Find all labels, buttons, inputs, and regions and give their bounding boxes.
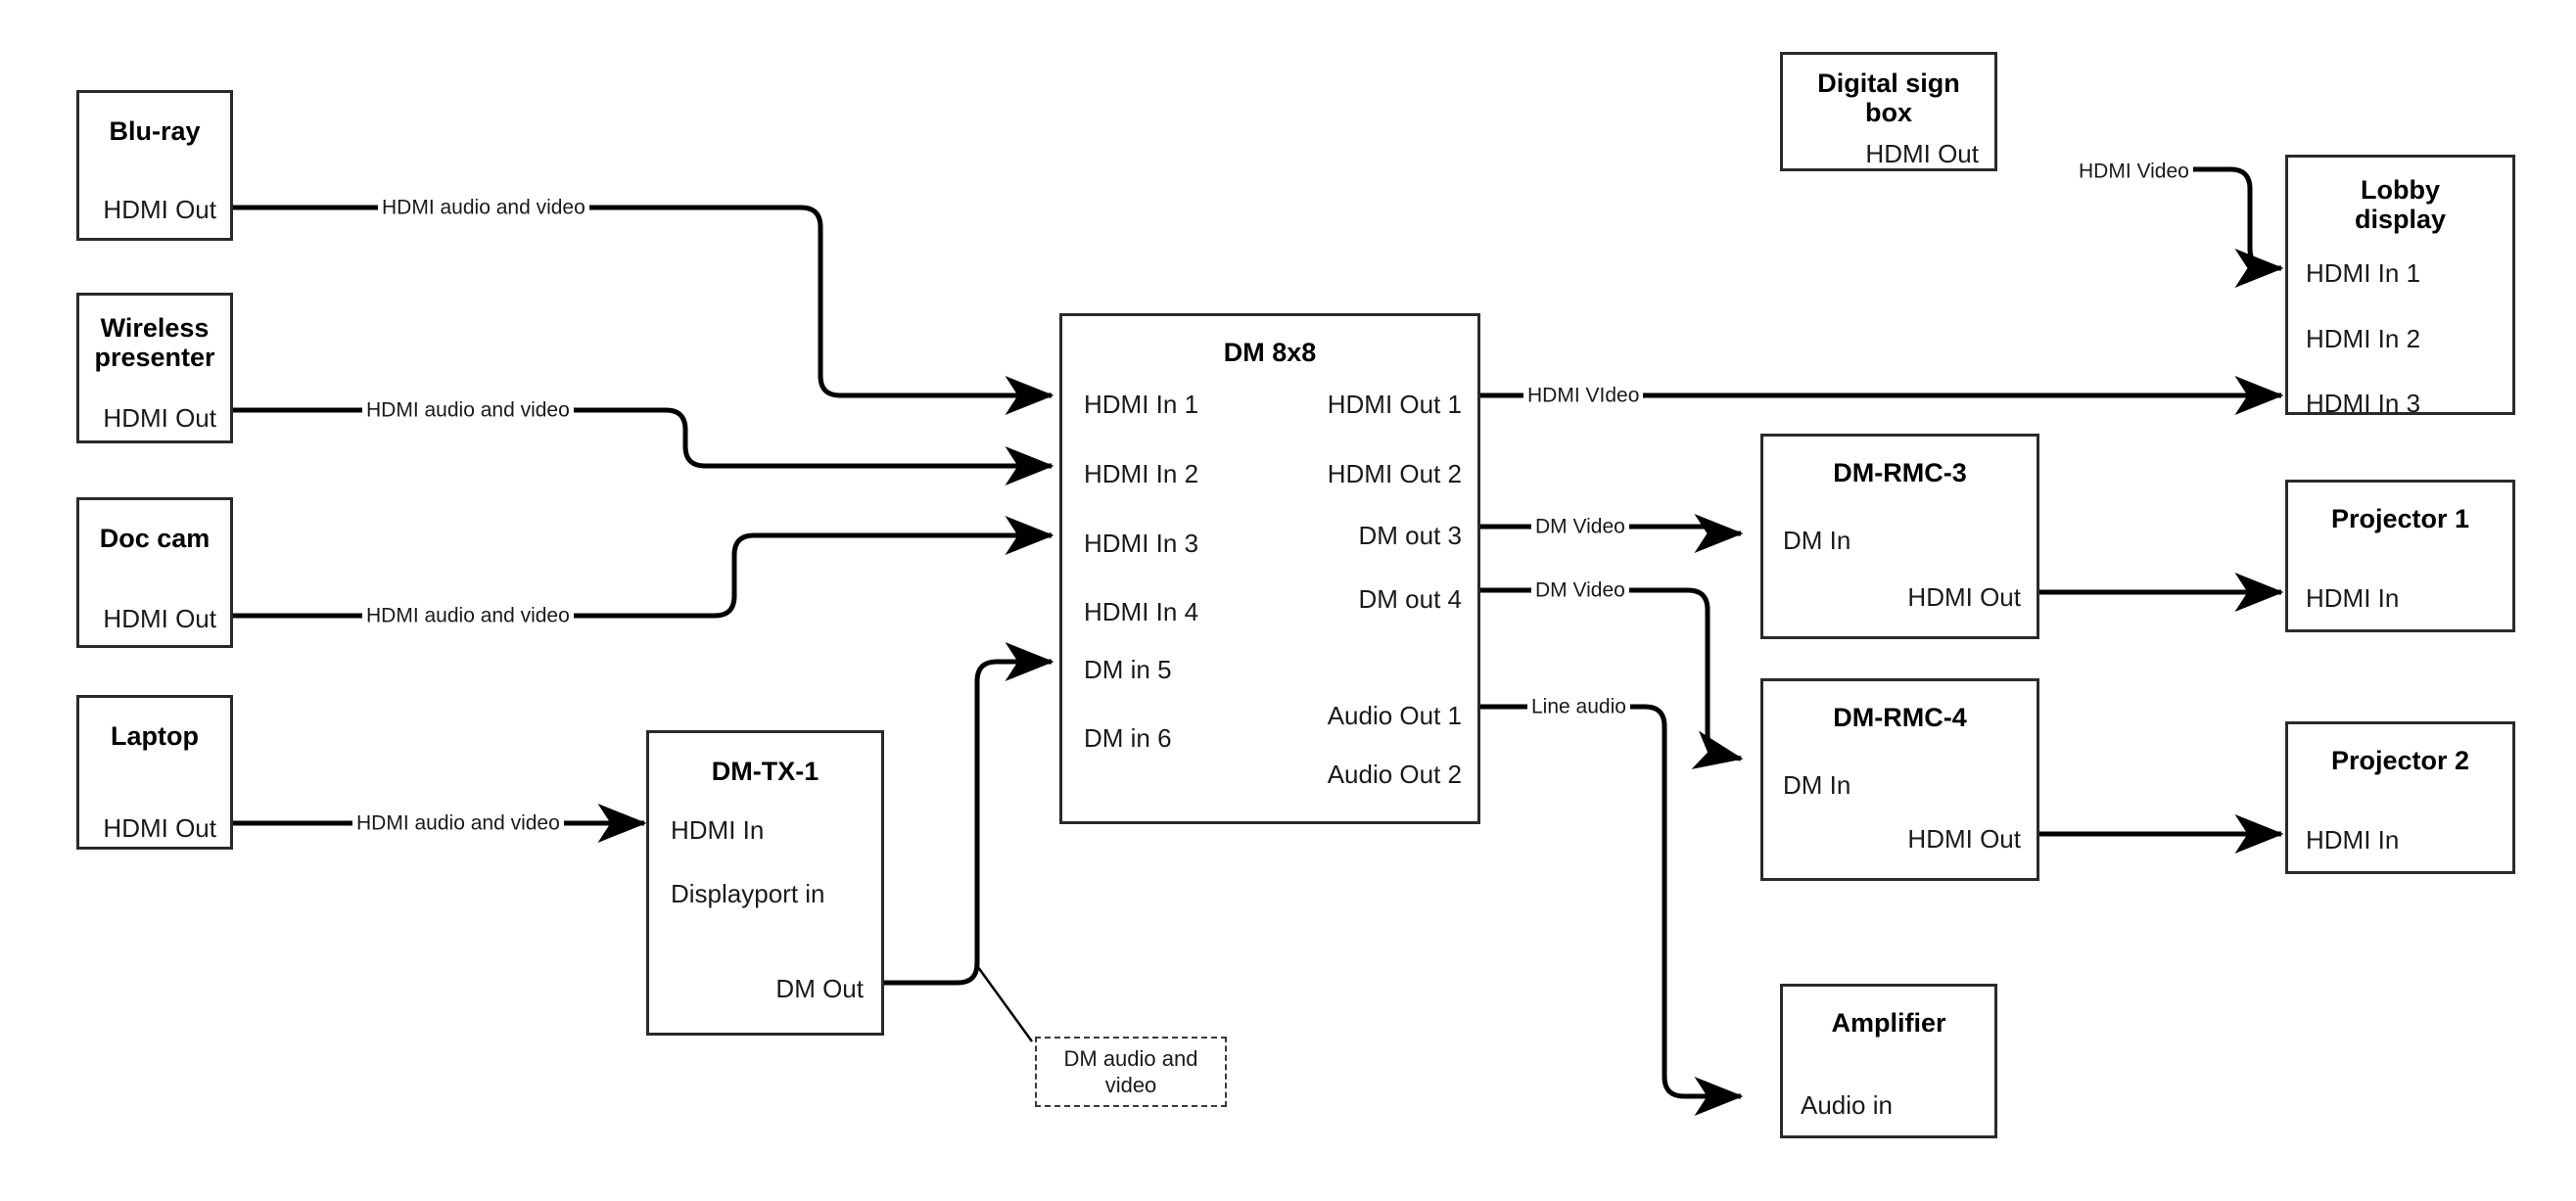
wire-label-signbox-to-lobby: HDMI Video [2075,161,2193,182]
node-digital-sign-box[interactable]: Digital sign box HDMI Out [1780,52,1997,171]
dm-rmc-3-title: DM-RMC-3 [1833,458,1967,487]
amplifier-port-audio-in: Audio in [1801,1090,1893,1120]
wireless-presenter-title-line2: presenter [94,343,215,372]
dm-8x8-input-hdmi-in-3: HDMI In 3 [1084,529,1199,558]
digital-sign-box-title-line1: Digital sign [1817,69,1960,98]
wireless-presenter-title-line1: Wireless [100,313,210,343]
wire-doccam-to-dm8x8 [233,516,1054,619]
dm-8x8-title: DM 8x8 [1223,338,1317,367]
dm-8x8-output-dm-out-3: DM out 3 [1358,521,1463,550]
node-dm-8x8[interactable]: DM 8x8 HDMI In 1 HDMI In 2 HDMI In 3 HDM… [1059,313,1480,824]
dm-tx-1-title: DM-TX-1 [711,757,820,786]
dm-8x8-input-hdmi-in-1: HDMI In 1 [1084,390,1199,419]
wire-bluray-to-dm8x8 [233,205,1054,415]
wire-dmout4-to-dmrmc4 [1480,587,1744,769]
dm-8x8-input-hdmi-in-4: HDMI In 4 [1084,597,1199,626]
node-lobby-display[interactable]: Lobby display HDMI In 1 HDMI In 2 HDMI I… [2285,155,2515,418]
lobby-display-input-hdmi-in-2: HDMI In 2 [2306,324,2421,353]
wire-label-wireless-to-dm8x8: HDMI audio and video [362,399,574,421]
wire-signbox-to-lobby [2187,166,2284,288]
node-amplifier[interactable]: Amplifier Audio in [1780,984,1997,1138]
dm-8x8-output-audio-out-1: Audio Out 1 [1327,701,1462,730]
lobby-display-input-hdmi-in-1: HDMI In 1 [2306,258,2421,288]
dm-tx-1-port-hdmi-in: HDMI In [671,815,765,845]
dm-rmc-4-title: DM-RMC-4 [1833,703,1967,732]
blu-ray-title: Blu-ray [109,116,201,146]
laptop-title: Laptop [111,721,199,751]
digital-sign-box-title-line2: box [1864,98,1912,127]
projector-2-title: Projector 2 [2330,746,2470,775]
node-dm-tx-1[interactable]: DM-TX-1 HDMI In Displayport in DM Out [646,730,884,1036]
dm-tx-1-port-displayport-in: Displayport in [671,879,825,908]
dm-8x8-output-dm-out-4: DM out 4 [1358,584,1463,614]
digital-sign-box-port-hdmi-out: HDMI Out [1865,139,1979,168]
callout-dm-audio-and-video: DM audio and video [1035,1037,1227,1107]
wire-dmout3-to-dmrmc3 [1480,514,1744,554]
wire-dmtx1-to-dm8x8 [884,642,1054,986]
dm-rmc-3-port-hdmi-out: HDMI Out [1907,582,2021,612]
dm-tx-1-port-dm-out: DM Out [775,974,864,1003]
dm-8x8-input-dm-in-6: DM in 6 [1084,723,1172,753]
laptop-port-hdmi-out: HDMI Out [103,813,216,843]
dm-8x8-input-dm-in-5: DM in 5 [1084,655,1172,684]
dm-rmc-4-port-hdmi-out: HDMI Out [1907,824,2021,854]
dm-rmc-4-port-dm-in: DM In [1783,770,1851,800]
node-projector-2[interactable]: Projector 2 HDMI In [2285,721,2515,874]
wire-label-dmout4-to-dmrmc4: DM Video [1531,579,1629,601]
projector-1-title: Projector 1 [2330,504,2470,533]
node-doc-cam[interactable]: Doc cam HDMI Out [76,497,233,648]
dm-8x8-output-hdmi-out-2: HDMI Out 2 [1327,459,1462,488]
doc-cam-title: Doc cam [99,524,211,553]
blu-ray-port-hdmi-out: HDMI Out [103,195,216,224]
callout-leader-line [973,962,1034,1042]
wireless-presenter-port-hdmi-out: HDMI Out [103,403,216,433]
node-dm-rmc-4[interactable]: DM-RMC-4 DM In HDMI Out [1760,678,2039,881]
dm-rmc-3-port-dm-in: DM In [1783,526,1851,555]
wire-label-laptop-to-dmtx1: HDMI audio and video [352,812,564,834]
node-wireless-presenter[interactable]: Wireless presenter HDMI Out [76,293,233,443]
wire-label-audioout1-to-amplifier: Line audio [1527,696,1630,717]
wire-wireless-to-dm8x8 [233,407,1054,485]
node-projector-1[interactable]: Projector 1 HDMI In [2285,480,2515,632]
node-laptop[interactable]: Laptop HDMI Out [76,695,233,850]
lobby-display-title-line1: Lobby [2361,175,2440,205]
wire-audioout1-to-amplifier [1480,704,1744,1116]
dm-8x8-input-hdmi-in-2: HDMI In 2 [1084,459,1199,488]
dm-8x8-output-hdmi-out-1: HDMI Out 1 [1327,390,1462,419]
projector-1-port-hdmi-in: HDMI In [2306,583,2400,613]
lobby-display-title-line2: display [2354,205,2447,234]
amplifier-title: Amplifier [1831,1008,1946,1038]
wire-label-hdmiout1-to-lobby: HDMI VIdeo [1523,385,1644,406]
node-blu-ray[interactable]: Blu-ray HDMI Out [76,90,233,241]
node-dm-rmc-3[interactable]: DM-RMC-3 DM In HDMI Out [1760,434,2039,639]
wire-label-bluray-to-dm8x8: HDMI audio and video [378,197,589,218]
dm-8x8-output-audio-out-2: Audio Out 2 [1327,760,1462,789]
wire-label-dmout3-to-dmrmc3: DM Video [1531,516,1629,537]
wire-label-doccam-to-dm8x8: HDMI audio and video [362,605,574,626]
doc-cam-port-hdmi-out: HDMI Out [103,604,216,633]
lobby-display-input-hdmi-in-3: HDMI In 3 [2306,389,2421,418]
projector-2-port-hdmi-in: HDMI In [2306,825,2400,855]
